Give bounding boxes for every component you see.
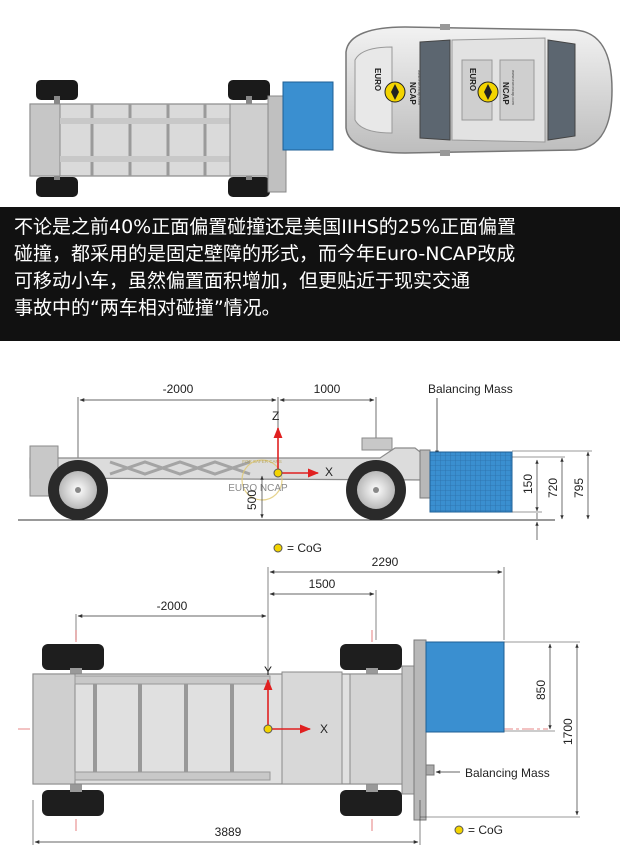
side-axis-z-label: Z bbox=[272, 409, 279, 423]
watermark-ring-text: FOR SAFER CARS bbox=[242, 459, 282, 464]
trolley-wheel bbox=[228, 80, 270, 100]
cog-legend-bottom: = CoG bbox=[454, 823, 503, 837]
plan-dim-minus-2000: -2000 bbox=[157, 599, 188, 613]
side-dim-minus-2000: -2000 bbox=[163, 382, 194, 396]
watermark-logo-text: EURO NCAP bbox=[228, 483, 288, 494]
trolley-wheel bbox=[36, 80, 78, 100]
side-dim-500: 500 bbox=[245, 490, 259, 510]
side-axis-x-label: X bbox=[325, 465, 333, 479]
roof-text-euro-2: EURO bbox=[468, 68, 477, 91]
test-car-top-view: EURO NCAP EURO NCAP www.euroncap.com www… bbox=[345, 24, 613, 156]
plan-balancing-mass-label: Balancing Mass bbox=[465, 766, 550, 780]
plan-dim-850: 850 bbox=[534, 680, 548, 700]
plan-wheel bbox=[340, 790, 402, 816]
cog-legend-top-text: = CoG bbox=[287, 541, 322, 555]
side-dim-720: 720 bbox=[546, 478, 560, 498]
trolley-wheel bbox=[228, 177, 270, 197]
top-trolley-illustration bbox=[29, 80, 334, 197]
side-dim-150: 150 bbox=[521, 474, 535, 494]
side-cog-marker bbox=[273, 468, 283, 478]
side-dim-1000: 1000 bbox=[314, 382, 341, 396]
deformable-barrier bbox=[282, 81, 334, 151]
roof-url-text-2: www.euroncap.com bbox=[511, 70, 516, 106]
cog-legend-bottom-text: = CoG bbox=[468, 823, 503, 837]
caption-text: 不论是之前40%正面偏置碰撞还是美国IIHS的25%正面偏置 碰撞，都采用的是固… bbox=[14, 214, 614, 322]
plan-cog-marker bbox=[263, 724, 273, 734]
caption-line: 事故中的“两车相对碰撞”情况。 bbox=[14, 297, 281, 319]
roof-text-ncap: NCAP bbox=[408, 82, 417, 105]
plan-deformable-barrier bbox=[425, 641, 505, 733]
cog-legend-top: = CoG bbox=[273, 541, 322, 555]
side-view-diagram: -2000 1000 Balancing Mass FOR SAFER CARS… bbox=[18, 382, 592, 540]
side-balancing-mass-label: Balancing Mass bbox=[428, 382, 513, 396]
roof-text-ncap-2: NCAP bbox=[501, 82, 510, 105]
plan-view-diagram: 2290 1500 -2000 Y X bbox=[18, 555, 580, 845]
plan-dim-1700: 1700 bbox=[561, 718, 575, 745]
caption-line: 可移动小车，虽然偏置面积增加，但更贴近于现实交通 bbox=[14, 270, 471, 292]
side-deformable-barrier bbox=[429, 451, 513, 513]
roof-url-text: www.euroncap.com bbox=[417, 70, 422, 106]
plan-wheel bbox=[42, 644, 104, 670]
plan-dim-3889: 3889 bbox=[215, 825, 242, 839]
caption-banner bbox=[0, 207, 620, 341]
plan-dim-1500: 1500 bbox=[309, 577, 336, 591]
trolley-wheel bbox=[36, 177, 78, 197]
plan-axis-y-label: Y bbox=[264, 664, 272, 678]
roof-text-euro: EURO bbox=[373, 68, 382, 91]
caption-line: 碰撞，都采用的是固定壁障的形式，而今年Euro-NCAP改成 bbox=[14, 243, 516, 265]
caption-line: 不论是之前40%正面偏置碰撞还是美国IIHS的25%正面偏置 bbox=[14, 216, 517, 238]
plan-axis-x-label: X bbox=[320, 722, 328, 736]
plan-wheel bbox=[340, 644, 402, 670]
plan-wheel bbox=[42, 790, 104, 816]
side-dim-795: 795 bbox=[572, 478, 586, 498]
plan-dim-2290: 2290 bbox=[372, 555, 399, 569]
